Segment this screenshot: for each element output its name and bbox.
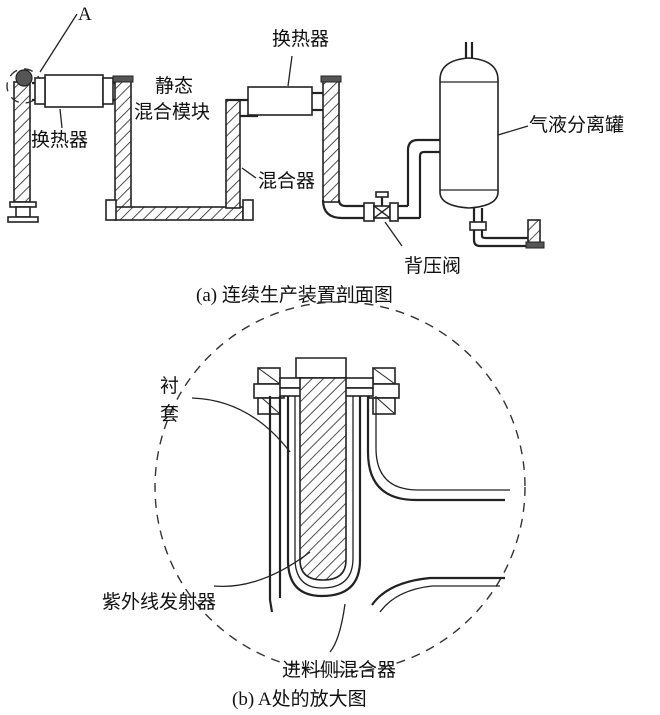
caption-a: (a) 连续生产装置剖面图 — [196, 284, 393, 306]
label-feed-side-mixer: 进料侧混合器 — [282, 659, 396, 681]
outer-bottom-left — [268, 599, 274, 613]
mixer-tube — [225, 98, 258, 209]
detail-a-enlarged: 衬 套 紫外线发射器 进料侧混合器 (b) A处的放大图 — [102, 301, 526, 710]
left-heat-exchanger — [32, 74, 124, 129]
label-liner-line1: 衬 — [160, 375, 179, 397]
outer-wall — [268, 396, 282, 600]
back-pressure-valve — [363, 191, 420, 247]
label-gas-liquid-separator: 气液分离罐 — [529, 114, 624, 136]
continuous-production-section: A 换热器 静态 混合模块 — [6, 4, 624, 306]
liner-sleeve — [286, 396, 362, 598]
top-stem — [295, 357, 347, 379]
flange-a — [15, 69, 33, 87]
leader-liner — [191, 397, 291, 453]
second-reactor-tube — [112, 75, 134, 211]
gas-liquid-separator — [439, 42, 545, 249]
leader-uv-emitter — [213, 551, 311, 588]
static-mixing-module — [105, 199, 254, 221]
outlet-tube — [320, 75, 372, 220]
leader-feed-side-mixer — [329, 603, 346, 653]
label-mixer: 混合器 — [258, 170, 315, 192]
caption-b: (b) A处的放大图 — [232, 688, 367, 710]
label-heat-exchanger-left: 换热器 — [31, 129, 88, 151]
label-heat-exchanger-top: 换热器 — [272, 28, 329, 50]
label-point-a: A — [78, 4, 92, 25]
right-wall-upper — [366, 396, 505, 502]
right-flange-bolt — [368, 367, 400, 415]
left-reactor-tube — [7, 69, 39, 223]
top-heat-exchanger — [247, 55, 323, 116]
label-uv-emitter: 紫外线发射器 — [102, 591, 216, 613]
label-liner-line2: 套 — [160, 403, 179, 425]
magnifier-circle — [154, 301, 526, 673]
label-static-line1: 静态 — [155, 75, 193, 97]
uv-emitter-core — [299, 377, 347, 581]
right-wall-upper-inner — [375, 396, 510, 491]
feed-side-wall-inner — [379, 585, 500, 613]
feed-side-wall — [371, 576, 505, 606]
leader-a — [39, 13, 78, 73]
label-back-pressure-valve: 背压阀 — [404, 255, 461, 277]
liner-inner — [294, 396, 354, 589]
label-static-line2: 混合模块 — [134, 101, 210, 123]
